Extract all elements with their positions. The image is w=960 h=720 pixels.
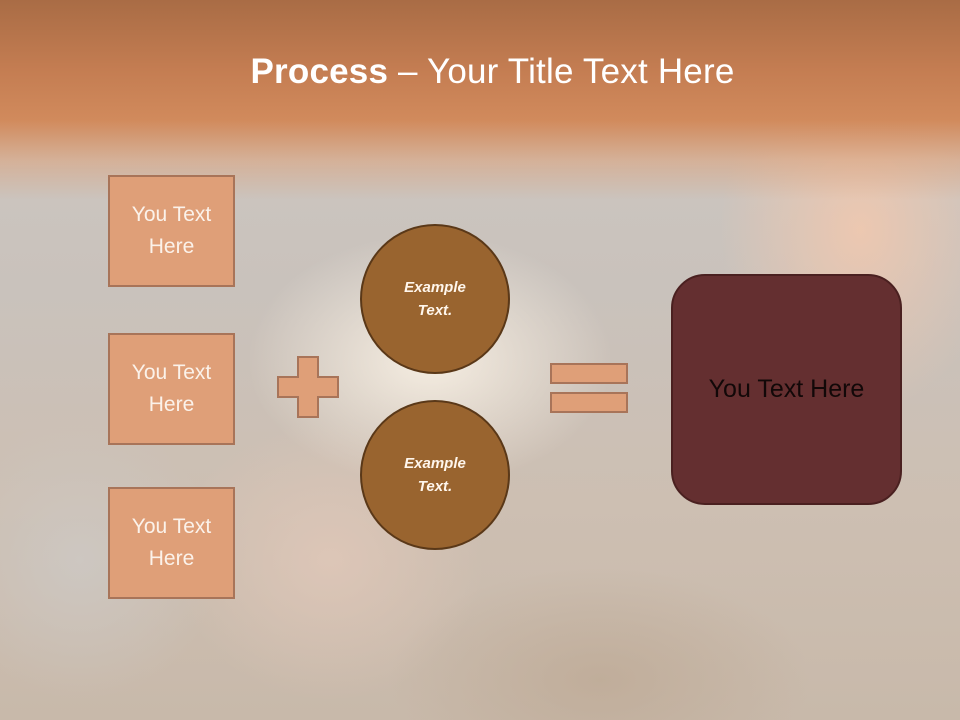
title-bold: Process xyxy=(250,52,389,91)
equals-bar-bottom xyxy=(550,392,628,413)
header-band xyxy=(0,0,960,200)
circle-label: Example Text. xyxy=(404,279,466,319)
plus-icon xyxy=(277,356,339,418)
text-box-2[interactable]: You Text Here xyxy=(108,333,235,445)
equals-bar-top xyxy=(550,363,628,384)
text-box-3[interactable]: You Text Here xyxy=(108,487,235,599)
example-circle-1[interactable]: Example Text. xyxy=(360,224,510,374)
circle-label: Example Text. xyxy=(404,455,466,495)
text-box-label: You Text Here xyxy=(131,361,212,416)
text-box-label: You Text Here xyxy=(131,515,212,570)
text-box-1[interactable]: You Text Here xyxy=(108,175,235,287)
slide-title: Process – Your Title Text Here xyxy=(0,52,960,92)
example-circle-2[interactable]: Example Text. xyxy=(360,400,510,550)
result-box[interactable]: You Text Here xyxy=(671,274,902,505)
result-label: You Text Here xyxy=(708,375,865,403)
title-rest: – Your Title Text Here xyxy=(388,52,735,91)
text-box-label: You Text Here xyxy=(131,203,212,258)
